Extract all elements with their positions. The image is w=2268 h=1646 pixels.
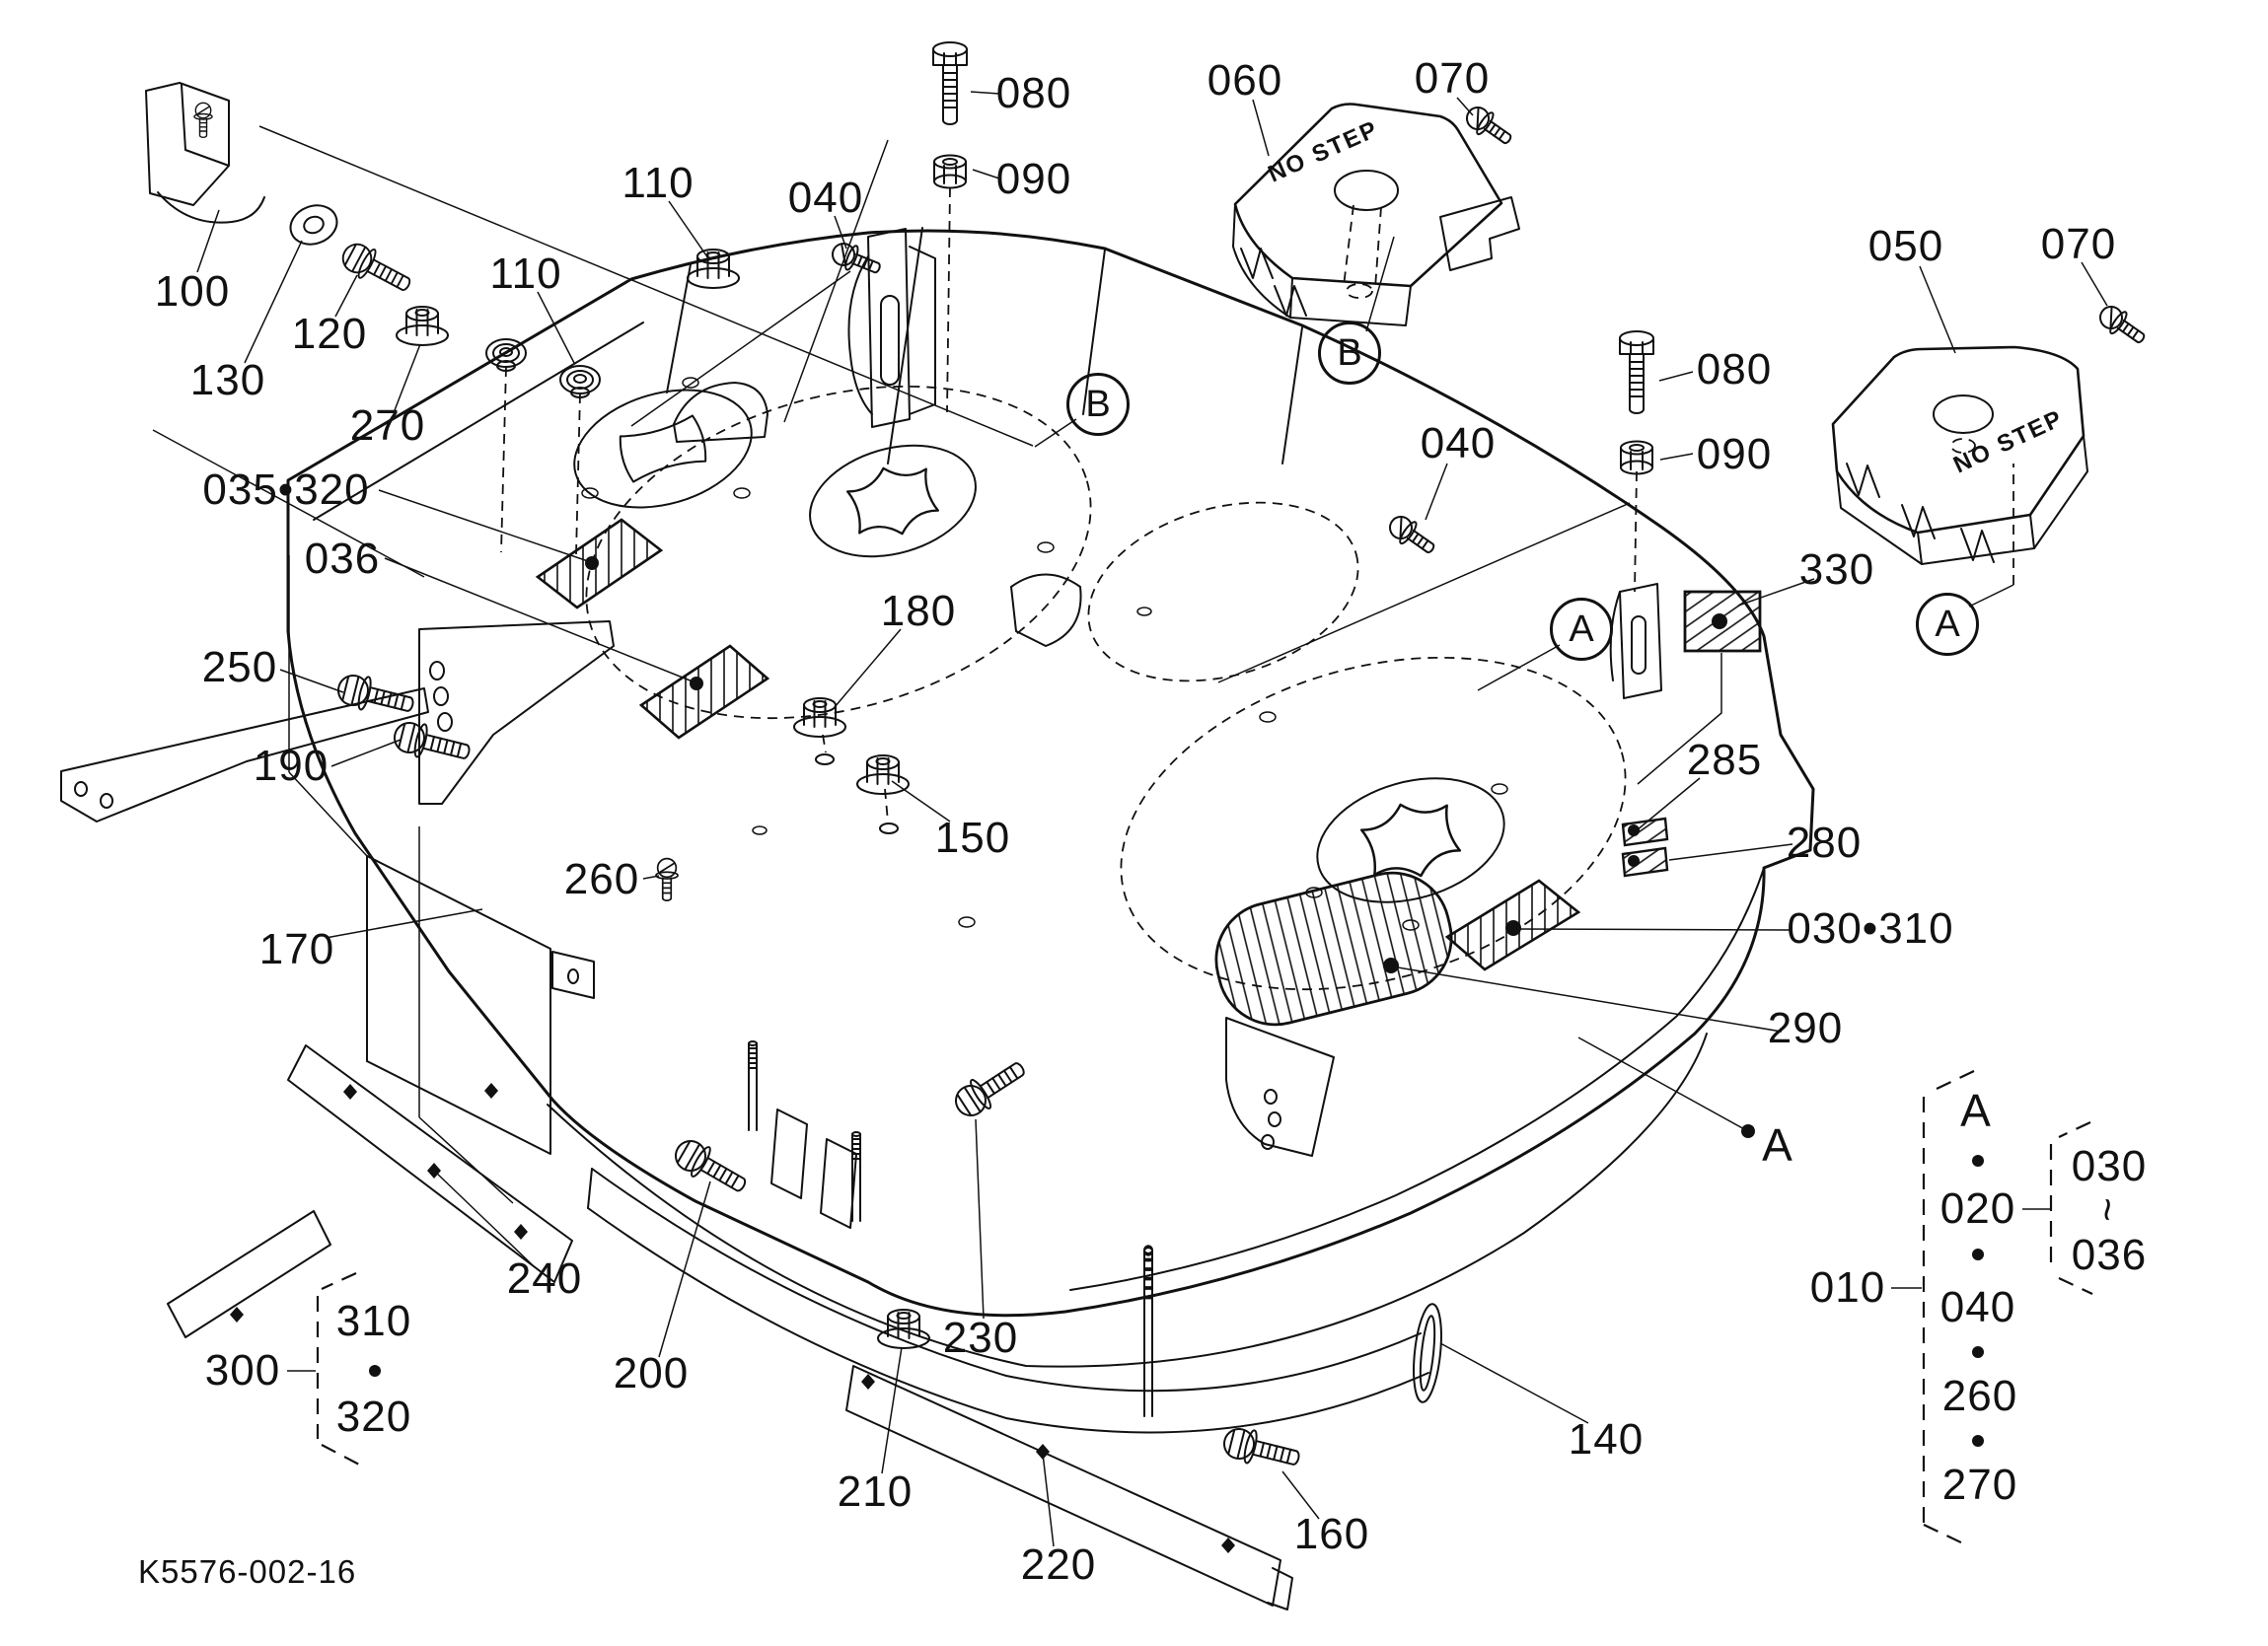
shim-bar-280 [1621,846,1669,878]
part-number-label: 260 [563,855,640,903]
part-number-label: 010 [1809,1263,1886,1312]
hidden-lines-dashed [500,186,2014,823]
part-number-label: 285 [1686,736,1763,784]
part-number-label: 070 [2040,220,2117,268]
part-number-label: 270 [1941,1461,2018,1509]
part-number-label: 036 [304,535,381,583]
belt-hook-piece [1010,573,1082,647]
part-number-label: 060 [1207,56,1283,105]
part-number-label: 036 [2071,1231,2148,1279]
front-guide-plates [770,1109,857,1229]
part-number-label: 070 [1414,54,1491,103]
belt-guide-wedge [673,382,768,443]
part-number-label: 320 [335,1393,412,1441]
deck-hanger-bracket-left [60,620,615,823]
part-number-label: 180 [880,587,957,635]
part-number-label: 040 [1420,419,1497,467]
washer-small [879,823,899,834]
circled-letter-callout: B [1066,373,1130,436]
part-number-label: 270 [349,401,426,450]
washer-small [815,753,835,765]
marker-dots [369,556,1984,1447]
part-number-label: 040 [1939,1283,2016,1331]
leader-lines [196,91,2108,1547]
part-number-label: 090 [995,155,1072,203]
part-number-label: 200 [613,1349,690,1397]
part-number-label: 040 [787,174,864,222]
part-number-label: 210 [837,1467,914,1516]
front-baffle-band-140 [587,1168,1442,1434]
part-number-label: 080 [1696,345,1773,394]
reinforcement-plate-036 [638,644,770,740]
deck-center-bracket [847,228,936,428]
chute-bracket-100 [145,82,265,224]
baffle-plate-170 [366,855,595,1155]
baffles-and-strips [167,555,1442,1610]
part-number-label: 220 [1020,1540,1097,1589]
blade-circle-dashed [585,385,1092,720]
part-number-label: 300 [204,1346,281,1395]
part-number-label: 330 [1798,545,1875,594]
part-number-label: 160 [1293,1510,1370,1558]
assembly-lines [152,125,1747,1131]
letter-callout: A [1762,1119,1793,1171]
part-number-label: 110 [622,159,695,207]
part-number-label: 190 [253,742,329,790]
part-number-label: 170 [258,925,335,973]
part-number-label: 130 [189,356,266,404]
letter-callout: A [1960,1085,1992,1136]
deck-front-bracket-right [1225,1017,1335,1157]
hidden-edge-dashed [1087,501,1359,682]
discharge-reinforcement-290 [1214,871,1453,1027]
reinforcement-plate-320 [535,518,664,609]
part-number-label: 250 [201,643,278,691]
scalp-strip-220 [845,1365,1293,1610]
spindle-opening-center [809,444,977,558]
part-number-label: 260 [1941,1372,2018,1420]
part-number-label: 030•310 [1787,904,1954,953]
part-number-label: 020 [1939,1184,2016,1233]
part-number-label: 290 [1767,1004,1844,1052]
part-number-label: 080 [995,69,1072,117]
part-number-label: 090 [1696,430,1773,478]
part-number-label: 310 [335,1297,412,1345]
circled-letter-callout: A [1550,598,1613,661]
range-tilde-mark: ~ [2085,1197,2131,1223]
part-number-label: 230 [942,1314,1019,1362]
part-number-label: 035•320 [202,465,370,514]
part-number-label: 150 [934,814,1011,862]
part-number-label: 240 [506,1254,583,1303]
part-number-label: 120 [291,310,368,358]
part-number-label: 050 [1867,222,1944,270]
legend-brackets [316,1070,2093,1545]
fastener-parts [145,41,2152,1476]
part-number-label: 030 [2071,1142,2148,1190]
part-number-label: 280 [1786,819,1863,867]
circled-letter-callout: B [1318,322,1381,385]
circled-letter-callout: A [1916,593,1979,656]
drawing-number: K5576-002-16 [138,1553,357,1590]
part-number-label: 110 [489,250,562,298]
part-number-label: 100 [154,267,231,316]
scalp-strip-240 [167,1044,573,1338]
part-number-label: 140 [1568,1415,1645,1464]
blade-circle-dashed [1120,656,1627,991]
